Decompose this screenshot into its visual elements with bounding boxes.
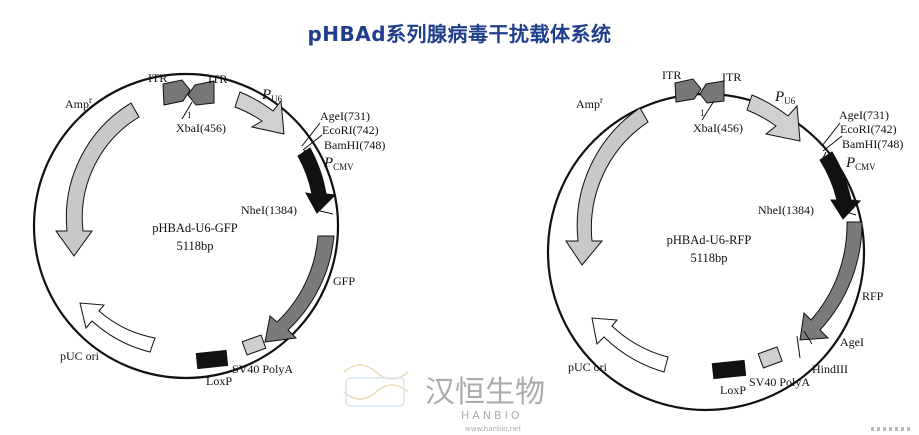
bamhi-label: BamHI(748)	[324, 138, 385, 152]
gfp-arrow	[264, 235, 335, 343]
ecori-label: EcoRI(742)	[322, 123, 379, 137]
loxp-box	[711, 359, 747, 380]
sv40-label: SV40 PolyA	[232, 362, 293, 376]
pcmv-label: PCMV	[323, 155, 354, 172]
plasmid-backbone	[32, 72, 340, 380]
puc-ori-arrow	[79, 302, 156, 353]
pu6-arrow	[746, 94, 801, 142]
amp-gene-arrow	[565, 107, 649, 266]
pcmv-arrow	[297, 147, 337, 214]
nhei-label: NheI(1384)	[758, 203, 814, 217]
plasmid-name: pHBAd-U6-RFP	[667, 233, 752, 247]
watermark-url: www.hanbio.net	[465, 425, 521, 433]
corner-decoration	[871, 427, 911, 431]
xbal-label: XbaI(456)	[176, 121, 226, 135]
agei-label: AgeI(731)	[839, 108, 889, 122]
itr-number: 1	[700, 108, 705, 118]
nhei-line	[839, 209, 857, 216]
agei-label: AgeI(731)	[320, 109, 370, 123]
puc-ori-arrow	[591, 317, 669, 373]
nhei-label: NheI(1384)	[241, 203, 297, 217]
plasmid-size: 5118bp	[176, 239, 213, 253]
itr-right-label: ITR	[208, 72, 227, 86]
plasmid-map-gfp: ITR ITR 1 Ampr XbaI(456) PU6 AgeI(731) E…	[32, 71, 385, 388]
pu6-label: PU6	[261, 87, 283, 104]
xbal-label: XbaI(456)	[693, 121, 743, 135]
itr-left-label: ITR	[148, 71, 167, 85]
xbal-line	[181, 101, 193, 120]
pu6-label: PU6	[774, 89, 796, 106]
amp-label: Ampr	[65, 95, 92, 111]
gene-label: RFP	[862, 289, 884, 303]
ecori-label: EcoRI(742)	[840, 122, 897, 136]
loxp-label: LoxP	[720, 383, 746, 397]
sv40-box	[757, 346, 783, 369]
agei2-label: AgeI	[840, 335, 864, 349]
pcmv-arrow	[819, 151, 862, 220]
page-title: pHBAd系列腺病毒干扰载体系统	[307, 22, 612, 46]
gene-label: GFP	[333, 274, 355, 288]
hindiii-line	[796, 335, 801, 359]
amp-gene-arrow	[55, 102, 140, 257]
plasmid-size: 5118bp	[690, 251, 727, 265]
watermark-latin: HANBIO	[461, 409, 522, 422]
nhei-line	[319, 210, 334, 215]
hanbio-watermark: 汉恒生物 HANBIO www.hanbio.net	[343, 364, 545, 433]
agei-line	[821, 122, 841, 147]
itr-right-arrow	[699, 80, 725, 104]
bamhi-line	[299, 149, 306, 159]
puc-label: pUC ori	[60, 349, 100, 363]
plasmid-name: pHBAd-U6-GFP	[152, 221, 237, 235]
pu6-arrow	[234, 91, 285, 135]
agei-line	[301, 122, 321, 147]
loxp-box	[195, 349, 229, 370]
agei2-line	[803, 330, 813, 345]
itr-left-arrow	[674, 78, 702, 103]
itr-left-label: ITR	[662, 68, 681, 82]
ecori-line	[302, 134, 323, 151]
itr-left-arrow	[162, 79, 191, 106]
amp-label: Ampr	[576, 95, 603, 111]
pcmv-label: PCMV	[845, 155, 876, 172]
watermark-brand: 汉恒生物	[425, 375, 545, 410]
sv40-box	[241, 334, 267, 356]
itr-number: 1	[187, 110, 192, 120]
itr-right-arrow	[187, 80, 215, 106]
bamhi-label: BamHI(748)	[842, 137, 903, 151]
plasmid-map-rfp: ITR ITR 1 Ampr XbaI(456) PU6 AgeI(731) E…	[546, 68, 903, 412]
itr-right-label: ITR	[722, 70, 741, 84]
dna-logo-icon	[343, 364, 409, 400]
hindiii-label: HindIII	[812, 362, 848, 376]
rfp-arrow	[799, 221, 863, 341]
sv40-label: SV40 PolyA	[749, 375, 810, 389]
loxp-label: LoxP	[206, 374, 232, 388]
xbal-line	[701, 100, 715, 121]
puc-label: pUC ori	[568, 360, 608, 374]
bamhi-line	[821, 151, 827, 161]
ecori-line	[822, 135, 843, 152]
